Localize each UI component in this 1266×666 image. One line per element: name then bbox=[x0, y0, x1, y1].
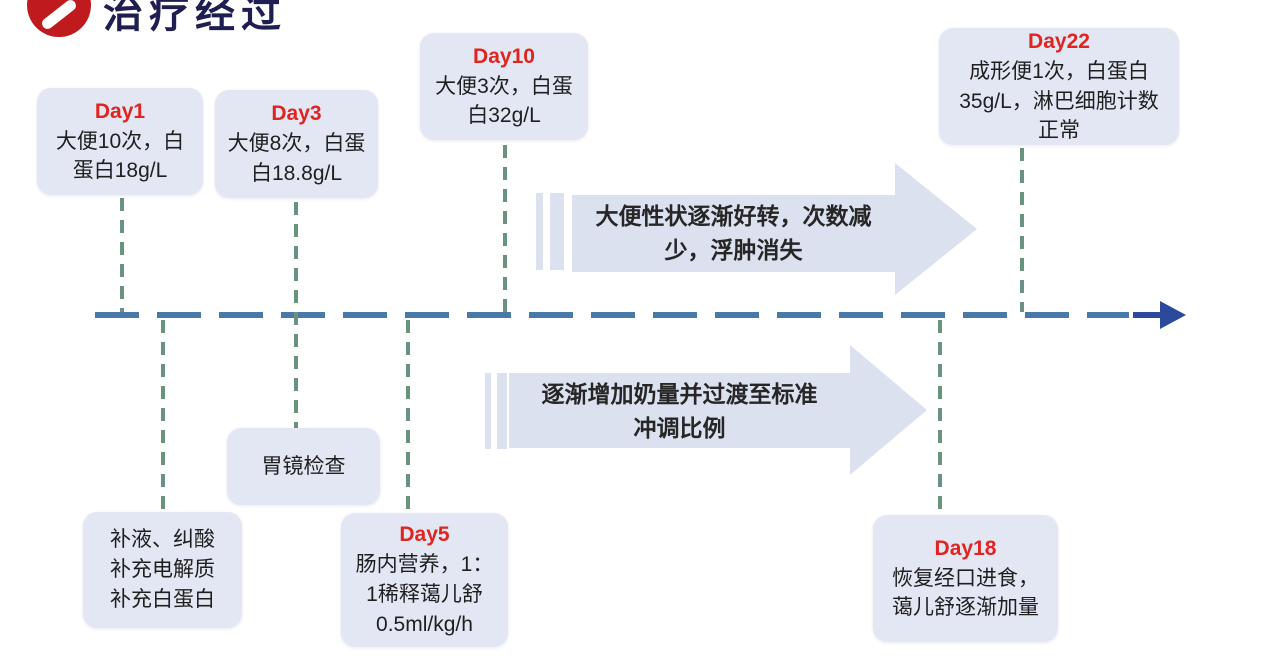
milestone-text: 蛋白18g/L bbox=[72, 159, 168, 183]
banner-text: 大便性状逐渐好转，次数减少，浮肿消失 bbox=[595, 202, 872, 264]
banner-stool-improvement: 大便性状逐渐好转，次数减少，浮肿消失 bbox=[536, 163, 978, 295]
milestone-text: 正常 bbox=[1038, 119, 1080, 143]
logo-slash bbox=[39, 0, 79, 32]
event-text: 补充电解质 bbox=[110, 558, 215, 582]
timeline-axis bbox=[95, 312, 1129, 318]
timeline-arrowhead-icon bbox=[1160, 301, 1186, 329]
circular-red-logo-icon bbox=[27, 0, 91, 37]
banner-text: 逐渐增加奶量并过渡至标准冲调比例 bbox=[541, 380, 818, 442]
milestone-day3: Day3 大便8次，白蛋 白18.8g/L bbox=[215, 90, 378, 198]
event-gastroscopy: 胃镜检查 bbox=[227, 428, 380, 505]
event-text: 蔼儿舒逐渐加量 bbox=[892, 596, 1039, 620]
event-text: 0.5ml/kg/h bbox=[376, 612, 473, 636]
striped-right-arrow-icon bbox=[536, 163, 977, 295]
day-label: Day18 bbox=[934, 536, 997, 560]
day-label: Day1 bbox=[94, 99, 146, 123]
milestone-text: 成形便1次，白蛋白 bbox=[969, 59, 1149, 83]
connector-day5 bbox=[406, 320, 410, 513]
milestone-text: 大便8次，白蛋 bbox=[227, 132, 366, 156]
event-text: 肠内营养，1： bbox=[355, 553, 494, 577]
day-label: Day3 bbox=[271, 102, 322, 126]
banner-feeding-transition: 逐渐增加奶量并过渡至标准冲调比例 bbox=[478, 345, 928, 475]
connector-day3-gastroscopy bbox=[294, 202, 298, 428]
timeline-end-segment bbox=[1133, 312, 1167, 318]
day-label: Day5 bbox=[399, 523, 450, 547]
event-text: 补液、纠酸 bbox=[110, 528, 215, 552]
milestone-text: 35g/L，淋巴细胞计数 bbox=[959, 89, 1159, 113]
event-text: 1稀释蔼儿舒 bbox=[366, 583, 483, 606]
milestone-day22: Day22 成形便1次，白蛋白 35g/L，淋巴细胞计数 正常 bbox=[939, 28, 1179, 145]
milestone-day1: Day1 大便10次，白 蛋白18g/L bbox=[37, 88, 203, 195]
striped-right-arrow-icon bbox=[485, 345, 927, 475]
event-day18: Day18 恢复经口进食， 蔼儿舒逐渐加量 bbox=[873, 515, 1058, 642]
connector-day18 bbox=[938, 320, 942, 515]
day-label: Day10 bbox=[473, 44, 535, 68]
event-day5: Day5 肠内营养，1： 1稀释蔼儿舒 0.5ml/kg/h bbox=[341, 513, 508, 647]
milestone-text: 白18.8g/L bbox=[250, 161, 343, 185]
connector-day22 bbox=[1020, 148, 1024, 312]
milestone-text: 大便10次，白 bbox=[55, 129, 185, 153]
milestone-day10: Day10 大便3次，白蛋 白32g/L bbox=[420, 33, 588, 140]
day-label: Day22 bbox=[1028, 29, 1090, 53]
event-fluids: 补液、纠酸 补充电解质 补充白蛋白 bbox=[83, 512, 242, 628]
connector-day1 bbox=[120, 198, 124, 312]
connector-fluids bbox=[161, 320, 165, 512]
event-text: 补充白蛋白 bbox=[110, 587, 215, 611]
event-text: 恢复经口进食， bbox=[892, 566, 1039, 590]
connector-day10 bbox=[503, 145, 507, 312]
milestone-text: 大便3次，白蛋 bbox=[435, 74, 573, 98]
milestone-text: 白32g/L bbox=[467, 104, 541, 128]
event-text: 胃镜检查 bbox=[261, 454, 346, 478]
page-title: 治疗经过 bbox=[103, 0, 287, 36]
